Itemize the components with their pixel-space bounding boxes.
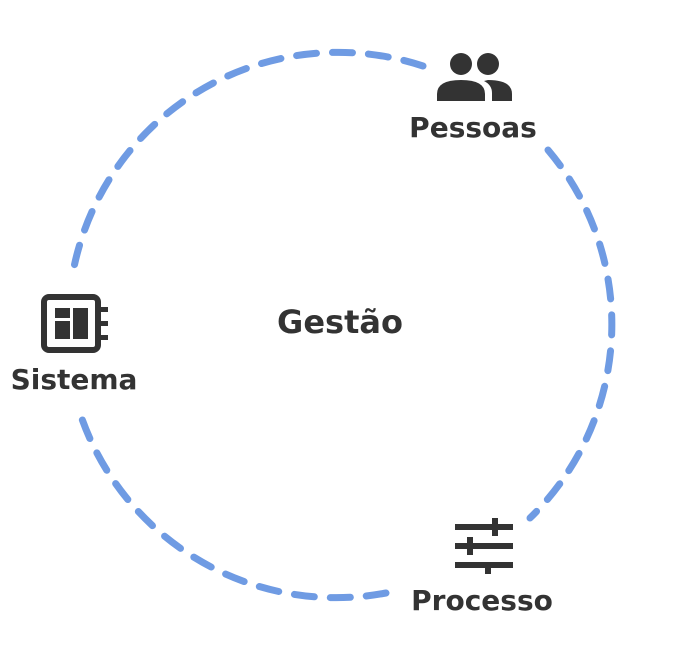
ring-arc-right [526, 146, 616, 522]
ring-arc-bottom-left [78, 415, 390, 602]
people-icon [437, 53, 512, 101]
ring-arc-top-left [69, 48, 427, 276]
node-label-pessoas: Pessoas [409, 111, 537, 144]
node-label-processo: Processo [411, 584, 553, 617]
sliders-icon [455, 518, 513, 574]
center-label: Gestão [277, 303, 403, 341]
chip-icon [41, 294, 108, 353]
node-label-sistema: Sistema [10, 363, 138, 396]
